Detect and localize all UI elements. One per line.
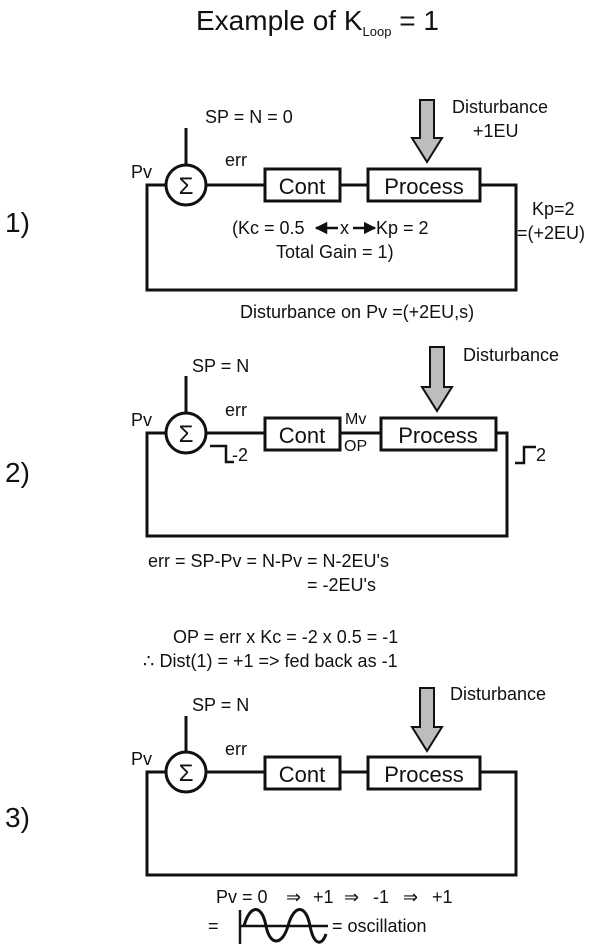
disturbance-label: Disturbance [450, 684, 546, 704]
setpoint-label: SP = N [192, 695, 249, 715]
process-block [379, 416, 498, 452]
diagram-2: 2) SP = N Σ Pv err Cont Mv OP Process Di… [5, 345, 559, 595]
step-right-value: 2 [536, 445, 546, 465]
controller-label: Cont [279, 423, 325, 448]
err-label: err [225, 400, 247, 420]
equals-sign: = [208, 916, 219, 936]
step-up-icon [515, 445, 536, 465]
implies-symbol: ⇒ [344, 887, 359, 907]
op-equation: OP = err x Kc = -2 x 0.5 = -1 [173, 627, 398, 647]
step-down-icon [210, 444, 234, 464]
mv-label: Mv [345, 411, 366, 428]
pv-label: Pv [131, 749, 152, 769]
page-title: Example of KLoop = 1 [196, 5, 439, 39]
sigma-symbol: Σ [179, 421, 194, 448]
diagram-1: 1) SP = N = 0 Σ Pv err Cont Process Dist… [5, 97, 585, 322]
equation-line-2: = -2EU's [307, 575, 376, 595]
sequence-item: +1 [432, 887, 453, 907]
implies-symbol: ⇒ [286, 887, 301, 907]
sequence-item: Pv = 0 [216, 887, 268, 907]
disturbance-arrow [410, 99, 444, 164]
diagram-number: 3) [5, 802, 30, 833]
feedback-statement: ∴ Dist(1) = +1 => fed back as -1 [143, 651, 398, 671]
diagram-3: 3) SP = N Σ Pv err Cont Process Disturba… [5, 684, 546, 944]
kp-right-label: Kp=2 [532, 199, 575, 219]
implies-symbol: ⇒ [403, 887, 418, 907]
pv-label: Pv [131, 162, 152, 182]
setpoint-label: SP = N = 0 [205, 107, 293, 127]
process-label: Process [398, 423, 477, 448]
oscillation-label: = oscillation [332, 916, 427, 936]
err-label: err [225, 150, 247, 170]
sine-wave-icon [238, 908, 328, 944]
op-label: OP [344, 438, 367, 455]
equation-line-1: err = SP-Pv = N-Pv = N-2EU's [148, 551, 389, 571]
sequence-item: -1 [373, 887, 389, 907]
disturbance-label: Disturbance [452, 97, 548, 117]
feedback-loop [145, 431, 509, 538]
step-left-value: -2 [232, 445, 248, 465]
setpoint-label: SP = N [192, 356, 249, 376]
disturbance-arrow [420, 346, 454, 413]
controller-label: Cont [279, 174, 325, 199]
process-block [366, 755, 482, 791]
err-label: err [225, 739, 247, 759]
kp-right-value: =(+2EU) [517, 223, 585, 243]
multiply-label: x [340, 218, 349, 238]
process-label: Process [384, 762, 463, 787]
controller-label: Cont [279, 762, 325, 787]
controller-block [263, 755, 342, 791]
disturbance-value: +1EU [473, 121, 519, 141]
pv-label: Pv [131, 410, 152, 430]
sigma-symbol: Σ [179, 760, 194, 787]
kc-label: (Kc = 0.5 [232, 218, 305, 238]
diagram-number: 1) [5, 207, 30, 238]
sigma-symbol: Σ [179, 173, 194, 200]
sequence-item: +1 [313, 887, 334, 907]
disturbance-arrow [410, 687, 444, 753]
total-gain-label: Total Gain = 1) [276, 242, 394, 262]
feedback-loop [145, 183, 518, 292]
kp-label: Kp = 2 [376, 218, 429, 238]
bottom-caption: Disturbance on Pv =(+2EU,s) [240, 302, 474, 322]
disturbance-label: Disturbance [463, 345, 559, 365]
diagram-number: 2) [5, 457, 30, 488]
process-label: Process [384, 174, 463, 199]
feedback-loop [145, 770, 518, 877]
